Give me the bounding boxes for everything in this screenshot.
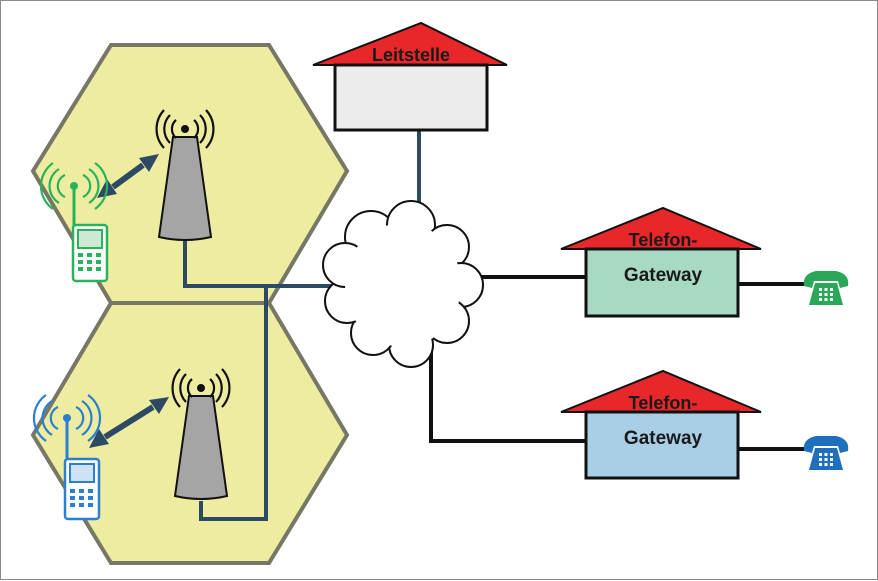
gateway-top-box-label: Gateway [624, 265, 703, 286]
radio-link-bottom-arrow [89, 397, 169, 448]
network-cloud [322, 200, 484, 368]
control-center-label: Leitstelle [372, 45, 450, 65]
control-center: Leitstelle [312, 21, 508, 132]
phone-green-icon [803, 271, 849, 305]
handset-green-icon [39, 162, 109, 283]
handset-blue-icon [32, 394, 102, 521]
gateway-bottom-box [584, 410, 740, 480]
gateway-bottom-box-label: Gateway [624, 428, 703, 449]
gateway-bottom-roof-label: Telefon- [629, 393, 698, 413]
gateway-top-box [584, 247, 740, 318]
gateway-bottom: Telefon- Gateway [560, 369, 762, 480]
gateway-top: Telefon- Gateway [560, 206, 762, 318]
gateway-top-roof-label: Telefon- [629, 230, 698, 250]
phone-blue-icon [803, 436, 849, 470]
control-center-building [333, 63, 489, 132]
